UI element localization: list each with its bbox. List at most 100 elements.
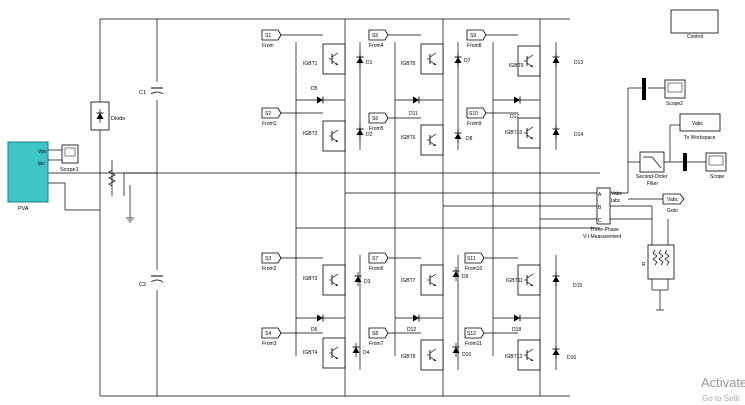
capacitor-c2: C2	[139, 275, 164, 288]
igbt3-block[interactable]: IGBT3	[303, 264, 346, 296]
from-tag-s5-label: From4	[369, 43, 384, 49]
diode-d7-label: D7	[464, 58, 471, 64]
diode-d8-label: D8	[466, 136, 473, 142]
diode-d2-label: D2	[366, 132, 373, 138]
from-tag-s7[interactable]: S7 From6	[368, 252, 421, 272]
diode-d16-label: D16	[567, 355, 576, 361]
watermark-line1: Activate	[701, 375, 745, 390]
diode-d5[interactable]: D5	[311, 86, 324, 104]
diode-d15[interactable]: D15	[552, 271, 583, 289]
diode-d17[interactable]: D17	[510, 96, 521, 121]
scope1-block[interactable]: Scope1	[48, 144, 79, 173]
mux-bar-top	[642, 78, 646, 100]
from-tag-s2-label: From1	[262, 121, 277, 127]
igbt5-label: IGBT5	[401, 61, 416, 67]
diode-d7[interactable]: D7	[454, 52, 471, 68]
goto-vabc-block[interactable]: Vabc Goto	[662, 193, 685, 214]
vi-port-iabc: Iabc	[611, 198, 621, 204]
vi-label-2: V-I Measurement	[583, 234, 622, 240]
igbt2-block[interactable]: IGBT2	[303, 120, 346, 152]
diode-d9-label: D9	[462, 274, 469, 280]
diode-d6[interactable]: D6	[311, 314, 324, 334]
diode-d3-label: D3	[364, 279, 371, 285]
igbt7-block[interactable]: IGBT7	[401, 264, 444, 296]
resistor-symbol	[108, 169, 116, 187]
igbt9-block[interactable]: IGBT9	[509, 45, 541, 77]
from-tag-s1-name: S1	[265, 33, 271, 39]
igbt10-block[interactable]: IGBT10	[505, 117, 541, 149]
diode-d12[interactable]: D12	[407, 314, 420, 334]
diode-d10-label: D10	[462, 352, 471, 358]
pva-block[interactable]: Vpv Ipv PVA	[7, 141, 49, 212]
from-tag-s12-name: S12	[467, 331, 476, 337]
from-tag-s2-name: S2	[265, 111, 271, 117]
igbt1-block[interactable]: IGBT1	[303, 43, 346, 75]
from-tag-s5-name: S5	[372, 33, 378, 39]
diode-d5-label: D5	[311, 86, 318, 92]
pva-port-vpv: Vpv	[38, 149, 47, 155]
from-tag-s3-name: S3	[265, 256, 271, 262]
igbt6-block[interactable]: IGBT6	[401, 124, 444, 156]
diode-block[interactable]: Diode	[90, 101, 125, 131]
from-tag-s2[interactable]: S2 From1	[261, 107, 323, 127]
scope2-block[interactable]: Scope2	[664, 79, 686, 107]
mux-bar-bottom	[683, 153, 687, 171]
from-tag-s6[interactable]: S6 From5	[368, 112, 421, 132]
pva-label: PVA	[18, 206, 29, 212]
diode-d8[interactable]: D8	[454, 128, 473, 144]
from-tag-s9-label: From8	[467, 43, 482, 49]
from-tag-s10[interactable]: S10 From9	[466, 107, 518, 127]
diode-d18[interactable]: D18	[512, 314, 521, 334]
from-tag-s12-label: From11	[465, 341, 482, 347]
diode-d16[interactable]: D16	[552, 344, 577, 361]
diode-d1[interactable]: D1	[356, 52, 373, 68]
from-tag-s8-label: From7	[369, 341, 384, 347]
from-tag-s6-name: S6	[372, 116, 378, 122]
diode-d10[interactable]: D10	[452, 342, 472, 358]
diode-d11[interactable]: D11	[409, 96, 420, 118]
igbt4-block[interactable]: IGBT4	[303, 337, 346, 369]
from-tag-s10-label: From9	[467, 121, 482, 127]
scope2-label: Scope2	[666, 101, 683, 107]
from-tag-s11[interactable]: S11 From10	[464, 252, 518, 272]
igbt11-block[interactable]: IGBT11	[506, 264, 541, 296]
from-tag-s8[interactable]: S8 From7	[368, 327, 421, 347]
from-tag-s4[interactable]: S4 From3	[261, 327, 323, 347]
diode-d2[interactable]: D2	[356, 124, 373, 140]
goto-tag-name: Vabc	[667, 197, 679, 203]
diode-d9[interactable]: D9	[452, 266, 469, 282]
second-order-filter-block[interactable]: Second-Order Filter	[636, 151, 668, 187]
vi-port-a-upper: A	[598, 192, 602, 198]
diode-d3[interactable]: D3	[354, 271, 371, 287]
from-tag-s7-name: S7	[372, 256, 378, 262]
diode-d13[interactable]: D13	[552, 52, 584, 68]
from-tag-s4-label: From3	[262, 341, 277, 347]
diode-d14[interactable]: D14	[552, 124, 584, 140]
from-tag-s5[interactable]: S5 From4	[368, 29, 421, 49]
igbt12-label: IGBT12	[505, 354, 522, 360]
diode-d18-label: D18	[512, 327, 521, 333]
from-tag-s9[interactable]: S9 From8	[466, 29, 518, 49]
igbt7-label: IGBT7	[401, 278, 416, 284]
vi-measurement-block[interactable]: Vabc Iabc A B C Three-Phase V-I Measurem…	[583, 187, 623, 240]
watermark-line2: Go to Setti	[702, 394, 740, 403]
load-r-block[interactable]: R	[642, 244, 675, 280]
scope-block[interactable]: Scope	[705, 152, 727, 180]
control-block[interactable]: Control	[670, 9, 719, 40]
diode-d4[interactable]: D4	[352, 342, 370, 358]
igbt8-block[interactable]: IGBT8	[401, 339, 444, 371]
from-tag-s12[interactable]: S12 From11	[464, 327, 518, 347]
diode-d6-label: D6	[311, 327, 318, 333]
from-tag-s6-label: From5	[369, 126, 384, 132]
from-tag-s8-name: S8	[372, 331, 378, 337]
filter-label-2: Filter	[647, 181, 658, 187]
from-tag-s1[interactable]: S1 From	[261, 29, 323, 49]
igbt6-label: IGBT6	[401, 135, 416, 141]
to-workspace-block[interactable]: Vabc To Workspace	[679, 113, 721, 141]
igbt12-block[interactable]: IGBT12	[505, 339, 541, 371]
from-tag-s11-name: S11	[467, 256, 476, 262]
from-tag-s3[interactable]: S3 From2	[261, 252, 323, 272]
vi-label-1: Three-Phase	[590, 227, 619, 233]
igbt5-block[interactable]: IGBT5	[401, 43, 444, 75]
from-tag-s9-name: S9	[470, 33, 476, 39]
